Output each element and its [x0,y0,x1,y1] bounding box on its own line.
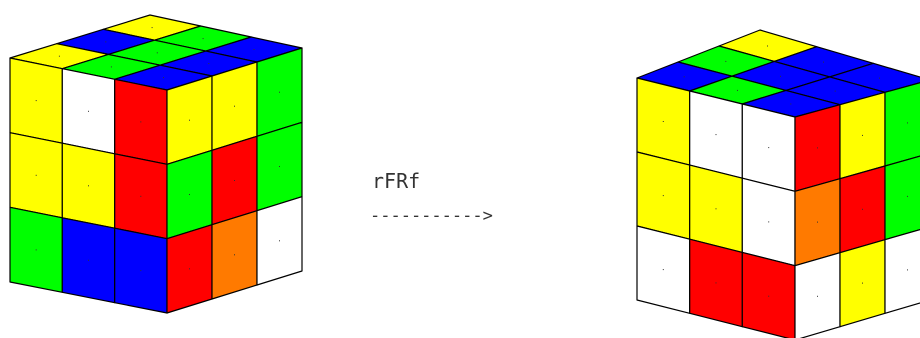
cube-before-right-sticker-dot [189,268,190,270]
cube-before-top-sticker-dot [151,27,153,29]
cube-before-top-sticker-dot [110,66,112,68]
cube-before-top-sticker-dot [208,63,210,65]
cube-before-front-sticker-dot [88,110,89,112]
move-label: rFRf [372,169,420,193]
cube-before-right-sticker-dot [234,105,235,107]
cube-after [636,29,920,338]
cube-after-top-sticker-dot [790,103,792,105]
cube-after-right-sticker-dot [907,195,908,197]
cube-after-top-sticker-dot [725,60,727,62]
cube-before-top-sticker-dot [156,52,158,54]
cube-after-top-sticker-dot [767,45,768,47]
cube-before-front-sticker-dot [140,195,142,197]
cube-before-right-sticker-dot [279,240,280,242]
cube-after-front-sticker-dot [768,221,770,223]
cube-after-top-sticker-dot [737,89,738,91]
cube-before-front-sticker-dot [35,100,37,102]
cube-after-front-sticker-dot [715,282,717,284]
cube-after-top-sticker-dot [834,90,836,92]
cube-before-top-sticker-dot [163,77,164,79]
cube-after-right-sticker-dot [817,295,818,297]
cube-after-top-sticker-dot [879,77,880,79]
cube-before-right-sticker-dot [234,180,235,181]
cube-after-top-sticker-dot [823,61,824,63]
cube-after-front-sticker-dot [662,121,664,122]
cube-after-front-sticker-r3c3 [741,251,796,338]
cube-after-right-sticker-dot [907,122,908,124]
cube-before-right-sticker-dot [189,194,190,195]
cube-before [9,14,303,314]
cube-after-right-sticker-r3c1 [794,252,841,338]
cube-before-right-sticker-dot [279,166,280,167]
cube-before-top-sticker-dot [105,41,107,43]
cube-after-right-sticker-dot [862,208,863,210]
cube-before-front-sticker-dot [35,174,37,176]
cube-after-right-sticker-dot [907,269,908,271]
cube-before-right-sticker-dot [234,254,235,256]
cube-after-right-sticker-r2c3 [884,155,920,241]
cube-after-right-sticker-dot [862,282,863,284]
cube-after-front-sticker-dot [662,269,664,271]
cube-before-top-sticker-dot [58,55,60,57]
cube-after-front-sticker-dot [715,134,717,136]
cube-before-top-sticker-dot [253,49,255,50]
cube-after-right-sticker-r1c3 [884,82,920,167]
cube-after-front-sticker-dot [662,195,664,197]
cube-before-front-sticker-dot [140,270,142,272]
cube-after-front-sticker-dot [715,208,717,210]
cube-after-right-sticker-dot [817,147,818,149]
transition-arrow: -----------> [370,206,493,226]
cube-after-right-sticker-dot [862,134,863,136]
cube-before-front-sticker-dot [35,249,37,251]
cube-after-front-sticker-dot [768,147,770,149]
cube-after-front-sticker-dot [768,295,770,297]
cube-after-top-sticker-dot [683,76,685,78]
cube-after-right-sticker-r3c3 [884,228,920,314]
cube-after-right-sticker-dot [817,221,818,223]
cube-before-right-sticker-dot [279,91,280,93]
cube-before-right-sticker-dot [189,119,190,121]
cube-before-front-sticker-dot [140,121,142,123]
cube-before-top-sticker-dot [202,38,204,40]
cube-before-front-sticker-dot [88,259,89,261]
cube-before-front-sticker-dot [88,185,89,187]
cube-after-top-sticker-dot [780,75,781,77]
